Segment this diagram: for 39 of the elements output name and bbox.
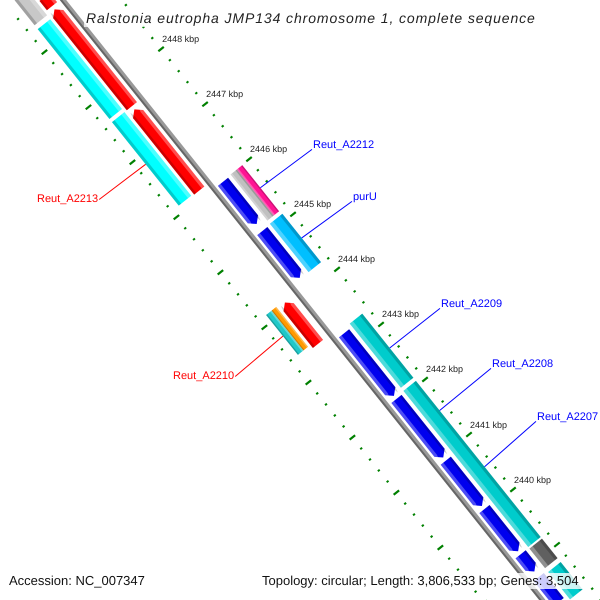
gene-label: purU xyxy=(353,191,377,204)
tick-label: 2440 kbp xyxy=(514,474,552,486)
leader-line xyxy=(484,420,536,468)
leader-line xyxy=(389,308,440,349)
tick-label: 2441 kbp xyxy=(470,420,508,430)
gene-feature xyxy=(529,538,558,568)
gene-feature xyxy=(280,300,324,348)
gene-feature xyxy=(230,170,274,221)
gene-label: Reut_A2212 xyxy=(313,139,374,152)
gene-feature xyxy=(14,0,48,26)
tick-label: 2442 kbp xyxy=(426,364,464,376)
gene-feature xyxy=(270,214,322,272)
gene-label: Reut_A2210 xyxy=(173,370,234,383)
tick-label: 2445 kbp xyxy=(294,199,332,210)
gene-feature xyxy=(236,165,280,216)
leader-line xyxy=(439,368,492,412)
tick-label: 2444 kbp xyxy=(338,254,376,266)
gene-label: Reut_A2207 xyxy=(537,411,598,424)
leader-line xyxy=(301,200,352,238)
leader-line xyxy=(98,164,146,200)
tick-label: 2447 kbp xyxy=(206,89,244,100)
gene-feature xyxy=(338,329,398,399)
gene-label: Reut_A2208 xyxy=(492,358,554,371)
gene-feature xyxy=(266,310,304,355)
tick-label: 2448 kbp xyxy=(162,34,200,46)
tick-label: 2446 kbp xyxy=(250,144,288,156)
leader-line xyxy=(260,148,312,188)
accession-text: Accession: NC_007347 xyxy=(9,573,145,589)
gene-label: Reut_A2209 xyxy=(441,298,502,311)
leader-line xyxy=(234,336,284,377)
gene-label: Reut_A2213 xyxy=(37,193,98,206)
gene-feature xyxy=(272,306,308,350)
gene-feature xyxy=(440,456,486,509)
gene-feature xyxy=(257,226,304,281)
gene-feature xyxy=(112,112,192,206)
gene-feature xyxy=(130,106,204,195)
gene-feature xyxy=(39,0,58,10)
tick-label: 2443 kbp xyxy=(382,309,420,320)
gene-feature xyxy=(479,505,522,554)
